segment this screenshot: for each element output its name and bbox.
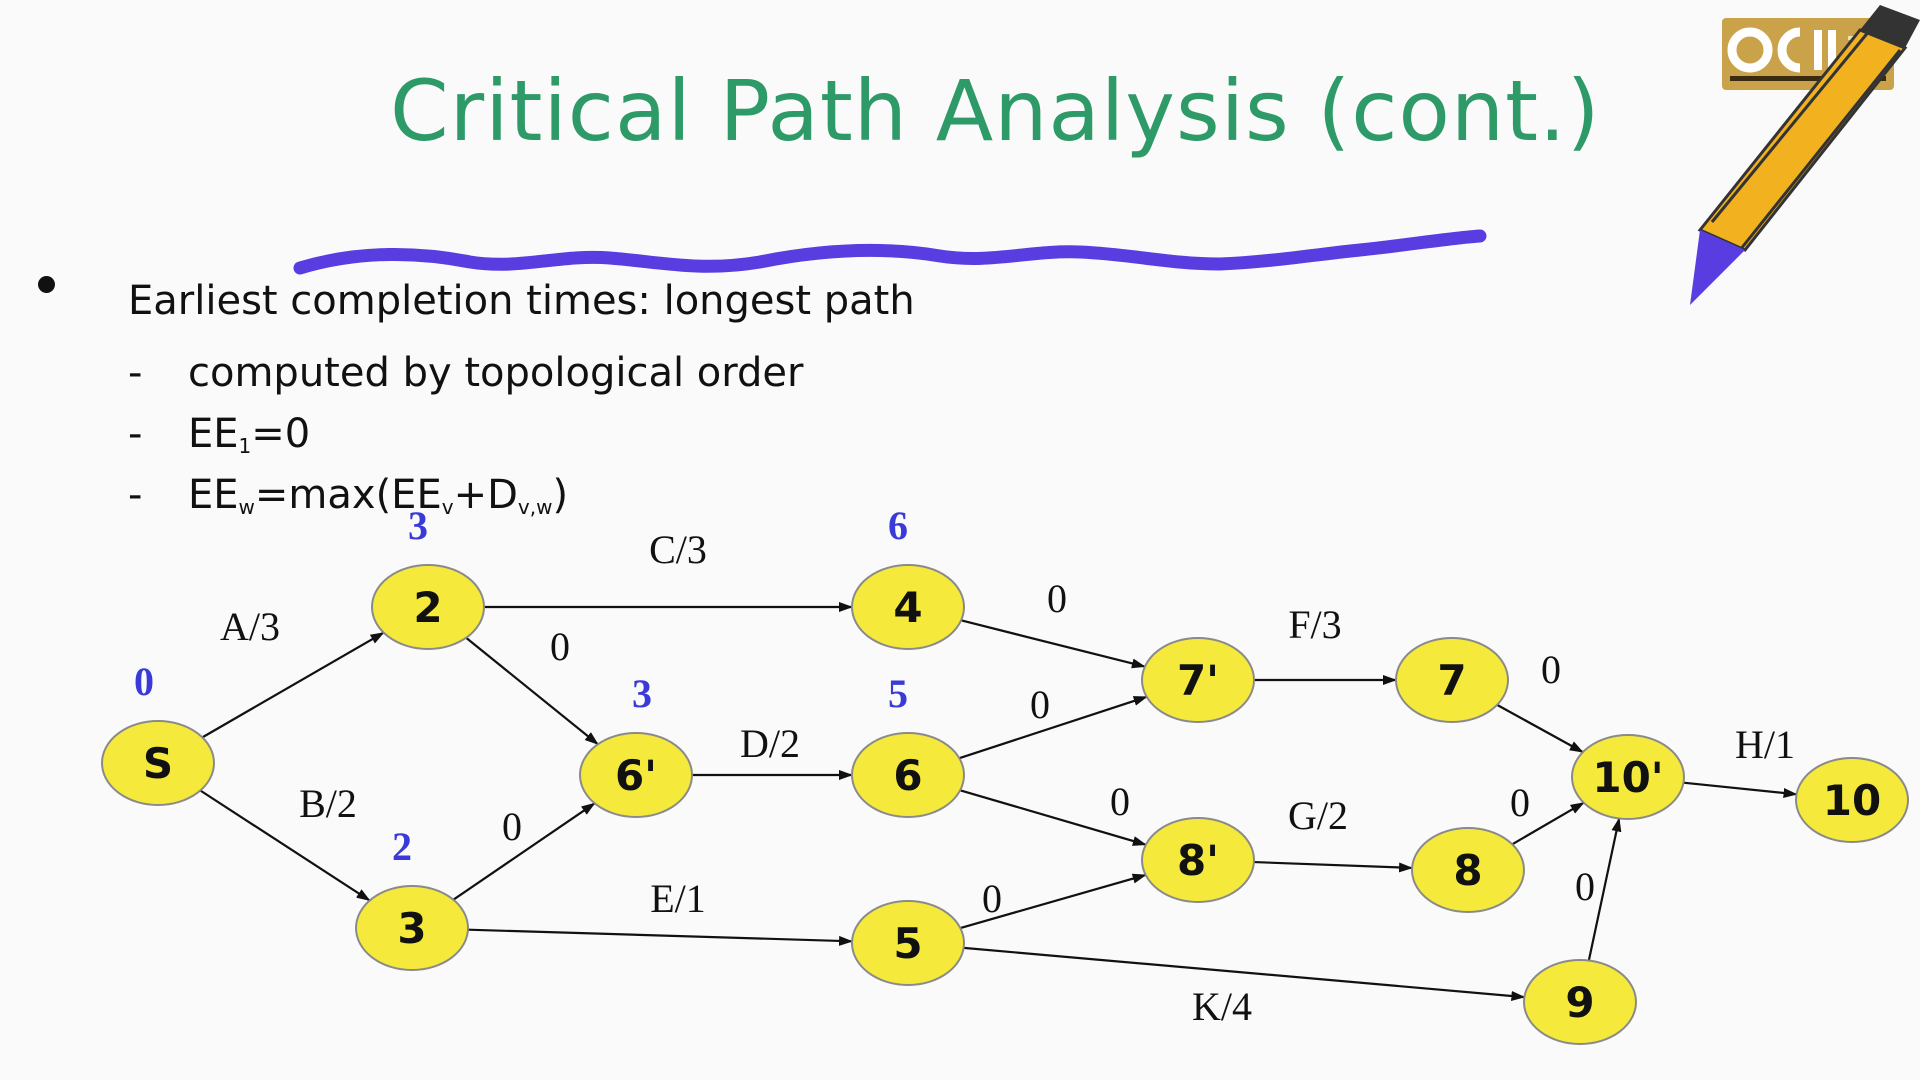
edge-label: 0 <box>502 804 522 849</box>
node-label: 10 <box>1823 776 1881 825</box>
node-label: 7 <box>1437 656 1466 705</box>
edge-label: C/3 <box>649 527 707 572</box>
edge-label: 0 <box>982 876 1002 921</box>
node-9 <box>1523 959 1637 1045</box>
node-label: 9 <box>1565 978 1594 1027</box>
edge-3-6p <box>452 802 596 901</box>
node-10 <box>1795 757 1909 843</box>
edge-label: G/2 <box>1288 793 1348 838</box>
earliest-time-label: 3 <box>408 503 428 548</box>
earliest-time-label: 0 <box>134 659 154 704</box>
node-8p <box>1141 817 1255 903</box>
edge-label: 0 <box>1110 779 1130 824</box>
earliest-time-label: 5 <box>888 671 908 716</box>
edge-label: 0 <box>1030 682 1050 727</box>
edge-5-9 <box>963 946 1526 1001</box>
edge-label: H/1 <box>1735 722 1795 767</box>
edge-label: 0 <box>1575 864 1595 909</box>
node-5 <box>851 900 965 986</box>
node-label: 8' <box>1177 836 1219 885</box>
edge-5-8p <box>960 873 1147 930</box>
node-3 <box>355 885 469 971</box>
edge-label: A/3 <box>220 604 280 649</box>
pencil-icon <box>1690 5 1920 305</box>
edge-6-7p <box>958 695 1148 760</box>
edge-label: 0 <box>1510 780 1530 825</box>
bullet-main-text: Earliest completion times: longest path <box>128 278 915 324</box>
node-7p <box>1141 637 1255 723</box>
node-label: 2 <box>413 583 442 632</box>
node-label: 6 <box>893 751 922 800</box>
edge-label: B/2 <box>299 781 357 826</box>
edge-8-10p <box>1511 801 1585 846</box>
node-7 <box>1395 637 1509 723</box>
edge-label: 0 <box>550 624 570 669</box>
edge-label: F/3 <box>1288 602 1341 647</box>
slide-title: Critical Path Analysis (cont.) <box>390 62 1601 160</box>
sub-item-ee1: EE1=0 <box>188 411 311 458</box>
sub-item-eew-formula: EEw=max(EEv+Dv,w) <box>188 472 569 519</box>
node-label: S <box>143 739 173 788</box>
edge-S-2 <box>201 631 385 739</box>
title-underline <box>293 229 1487 275</box>
edge-10p-10 <box>1683 781 1798 798</box>
sub-dash: - <box>128 411 143 457</box>
node-label: 6' <box>615 751 657 800</box>
node-6p <box>579 732 693 818</box>
earliest-time-label: 2 <box>392 824 412 869</box>
earliest-time-label: 6 <box>888 503 908 548</box>
edge-7-10p <box>1496 703 1584 754</box>
node-10p <box>1571 734 1685 820</box>
edge-6-8p <box>959 789 1147 846</box>
node-S <box>101 720 215 806</box>
earliest-time-label: 3 <box>632 671 652 716</box>
edge-S-3 <box>199 789 371 902</box>
node-label: 5 <box>893 919 922 968</box>
bullet-dot <box>38 276 55 293</box>
edge-9-10p <box>1587 817 1622 961</box>
sub-item-topological: computed by topological order <box>188 350 804 396</box>
edge-label: 0 <box>1541 647 1561 692</box>
node-label: 3 <box>397 904 426 953</box>
node-2 <box>371 564 485 650</box>
edge-4-7p <box>960 619 1146 669</box>
node-8 <box>1411 827 1525 913</box>
node-label: 4 <box>893 583 922 632</box>
edge-label: E/1 <box>650 876 706 921</box>
edge-2-6p <box>465 636 599 746</box>
edge-label: D/2 <box>740 721 800 766</box>
sub-dash: - <box>128 472 143 518</box>
edge-label: K/4 <box>1192 984 1252 1029</box>
edge-8p-8 <box>1253 860 1414 873</box>
sub-dash: - <box>128 350 143 396</box>
node-label: 10' <box>1592 753 1663 802</box>
node-label: 7' <box>1177 656 1219 705</box>
node-4 <box>851 564 965 650</box>
edge-label: 0 <box>1047 576 1067 621</box>
node-6 <box>851 732 965 818</box>
node-label: 8 <box>1453 846 1482 895</box>
edge-3-5 <box>467 928 854 946</box>
